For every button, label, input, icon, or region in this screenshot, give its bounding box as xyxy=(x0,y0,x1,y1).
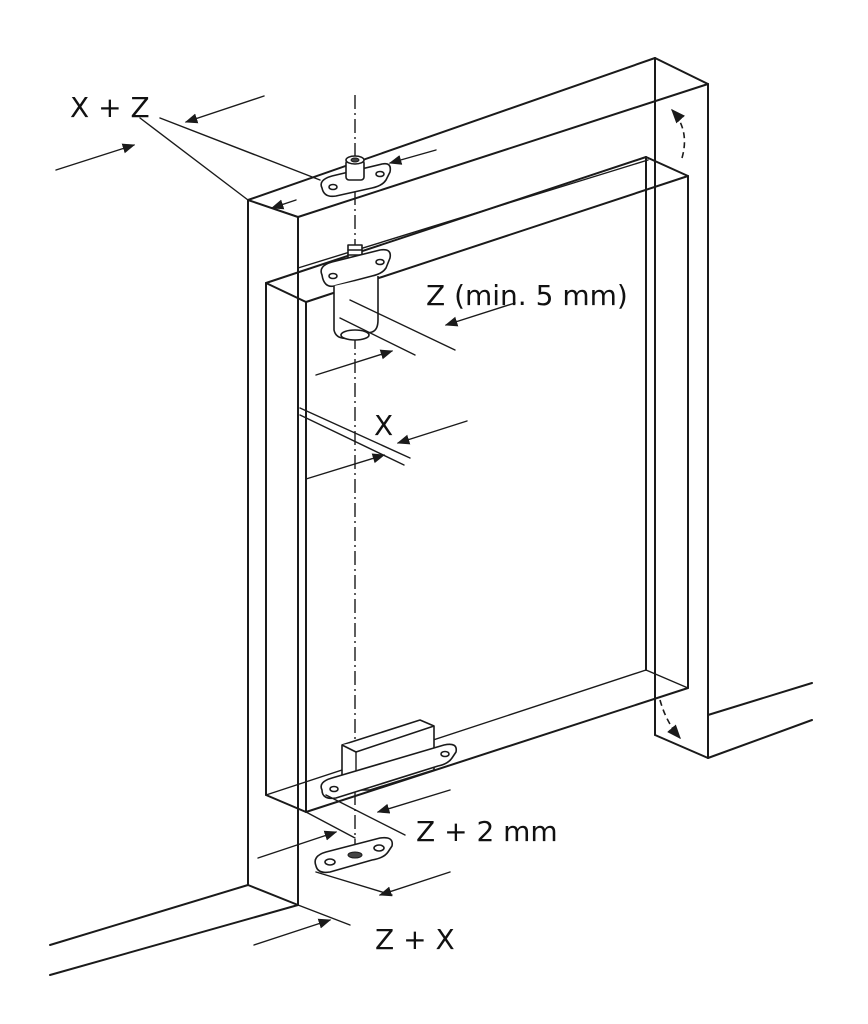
dimension-z-min xyxy=(315,299,516,376)
dimension-x xyxy=(305,420,468,480)
door-top-pivot xyxy=(320,244,392,341)
label-z-min: Z (min. 5 mm) xyxy=(426,279,628,312)
label-z-plus-2mm: Z + 2 mm xyxy=(416,815,558,848)
label-x-plus-z: X + Z xyxy=(70,91,150,124)
rotation-arrow-bottom xyxy=(659,699,681,740)
bottom-floor-plate xyxy=(314,836,394,874)
cabinet-frame xyxy=(49,57,813,976)
rotation-arrow-top xyxy=(671,108,686,159)
dimension-x-plus-z xyxy=(55,95,437,210)
dimension-z-plus-2mm xyxy=(257,789,451,859)
label-z-plus-x: Z + X xyxy=(375,923,455,956)
dimension-z-plus-x xyxy=(253,871,451,946)
door-panel xyxy=(265,156,689,813)
label-x: X xyxy=(374,409,394,442)
top-pivot-plate xyxy=(320,155,392,198)
door-bottom-pivot xyxy=(320,719,458,800)
